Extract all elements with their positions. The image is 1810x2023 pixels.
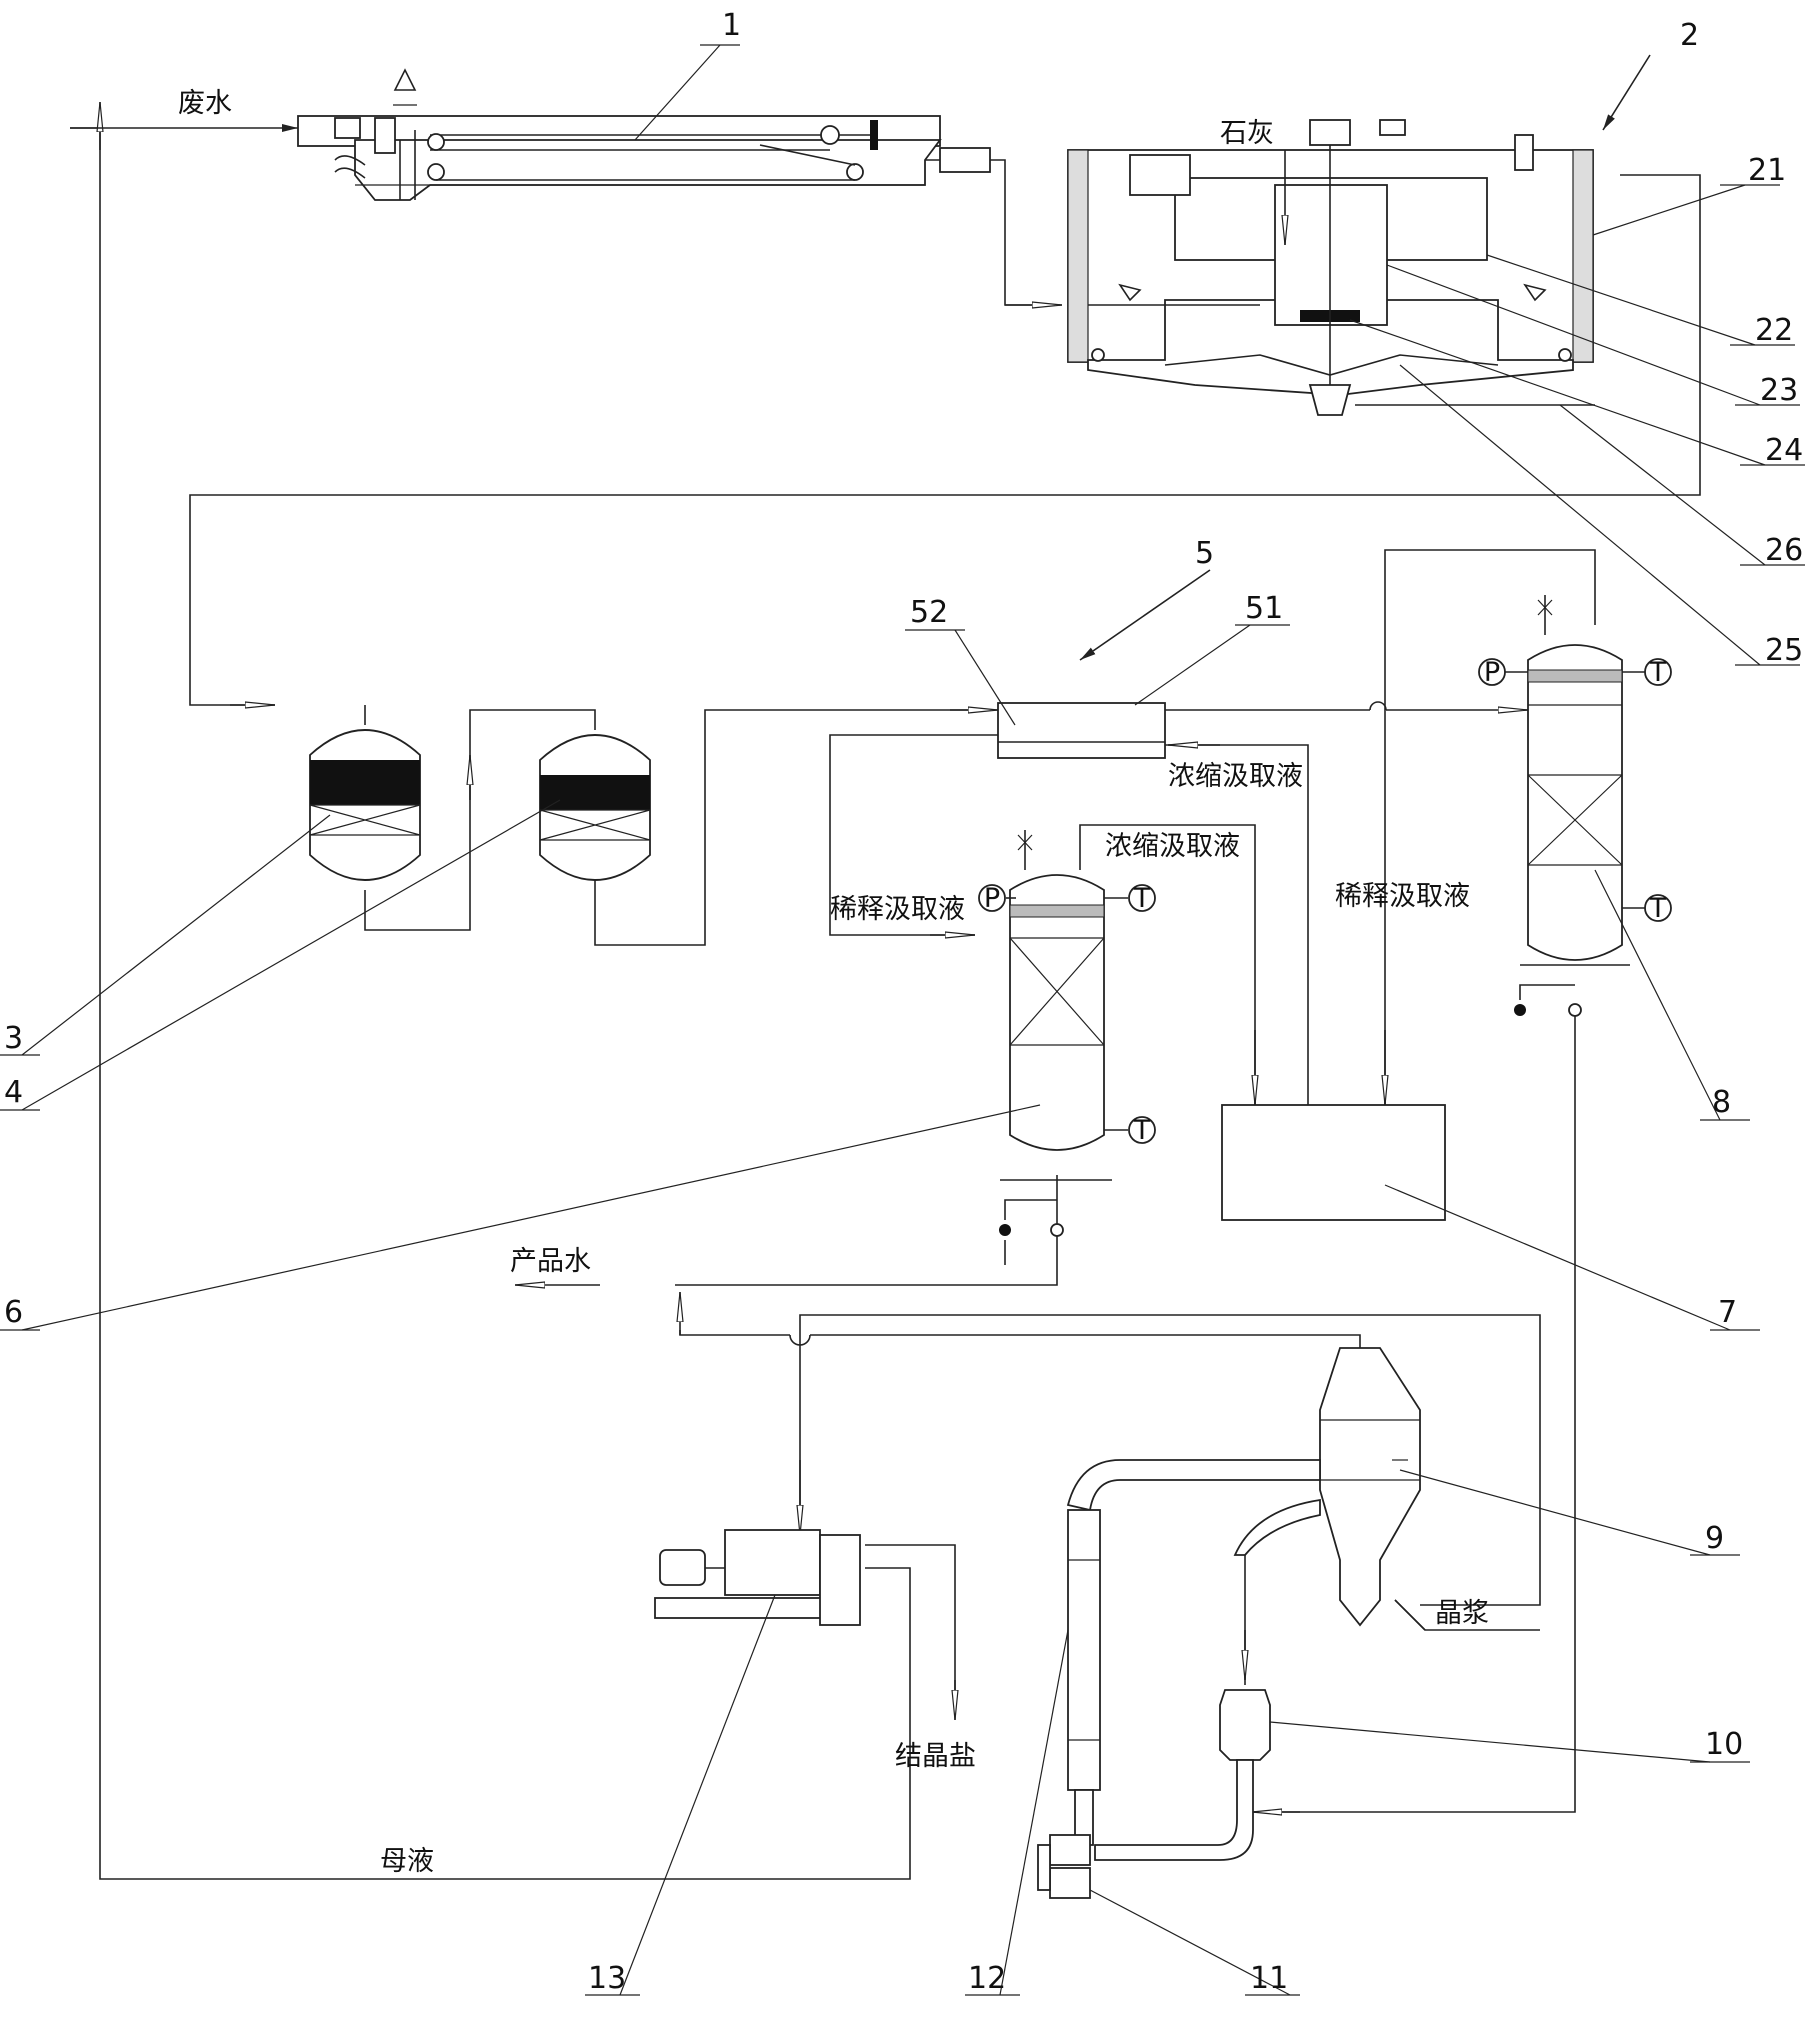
- label-4: 4: [4, 1075, 23, 1110]
- pipe-9-to-13: [799, 1314, 1541, 1606]
- equipment-13-centrifuge: [654, 1529, 861, 1626]
- stream-labels: 废水 石灰 浓缩汲取液 浓缩汲取液 稀释汲取液 稀释汲取液 产品水 晶浆 母液 …: [178, 88, 1489, 1877]
- svg-text:T: T: [1649, 657, 1667, 688]
- equipment-12-heater: [1066, 1459, 1321, 1846]
- equipment-number-labels: 1 2 21 22 23 24 25 26 3 4 5 51 52 6 7 8 …: [4, 8, 1803, 1996]
- label-dilute-absorbent-a: 稀释汲取液: [830, 894, 965, 925]
- label-concentrate-absorbent-a: 浓缩汲取液: [1168, 761, 1303, 792]
- reaction-cylinder: [1274, 184, 1388, 326]
- label-lime: 石灰: [1220, 118, 1274, 149]
- crystal-salt-pipe: [865, 1544, 956, 1715]
- label-3: 3: [4, 1021, 23, 1056]
- label-24: 24: [1765, 433, 1803, 468]
- label-12: 12: [968, 1961, 1006, 1996]
- equipment-8-column: [1514, 595, 1630, 1017]
- equipment-11-pump: [1037, 1834, 1091, 1899]
- equipment-10-separator: [1094, 1498, 1321, 1861]
- equipment-6-column: [999, 830, 1112, 1265]
- label-mother-liquor: 母液: [380, 1846, 434, 1877]
- label-11: 11: [1250, 1961, 1288, 1996]
- pipe-5-to-6: [829, 734, 998, 936]
- equipment-9-evaporator: [1319, 1347, 1540, 1631]
- equipment-4-filter: [539, 734, 651, 881]
- equipment-2-clarifier: [1067, 119, 1595, 416]
- svg-text:T: T: [1649, 893, 1667, 924]
- label-6: 6: [4, 1295, 23, 1330]
- svg-text:P: P: [1484, 657, 1500, 688]
- label-crystal-slurry: 晶浆: [1435, 1598, 1489, 1629]
- pipe-7-to-5: [1160, 744, 1309, 1105]
- pipes: [70, 102, 1701, 1880]
- label-7: 7: [1718, 1295, 1737, 1330]
- label-crystal-salt: 结晶盐: [895, 1741, 976, 1772]
- instrument-pressure-6: P: [978, 883, 1016, 914]
- label-26: 26: [1765, 533, 1803, 568]
- label-concentrate-absorbent-b: 浓缩汲取液: [1105, 831, 1240, 862]
- pipe-2-to-3: [189, 174, 1701, 706]
- instrument-temperature-6-bottom: T: [1104, 1115, 1156, 1146]
- instrument-temperature-8-top: T: [1622, 657, 1672, 688]
- label-25: 25: [1765, 633, 1803, 668]
- svg-text:P: P: [984, 883, 1000, 914]
- label-51: 51: [1245, 591, 1283, 626]
- equipment-5-membrane-module: [997, 702, 1166, 759]
- instrument-temperature-8-bottom: T: [1622, 893, 1672, 924]
- pipe-3-to-4: [364, 709, 596, 931]
- pipe-6-to-7: [1079, 824, 1256, 1105]
- label-1: 1: [722, 8, 741, 43]
- label-9: 9: [1705, 1521, 1724, 1556]
- pipe-1-to-2: [925, 159, 1060, 306]
- svg-text:T: T: [1133, 883, 1151, 914]
- label-5: 5: [1195, 536, 1214, 571]
- equipment-3-filter: [309, 729, 421, 881]
- pipe-8-to-10: [1252, 1010, 1576, 1813]
- pipe-8-to-7: [1384, 549, 1596, 1105]
- label-dilute-absorbent-b: 稀释汲取液: [1335, 881, 1470, 912]
- label-22: 22: [1755, 313, 1793, 348]
- label-8: 8: [1712, 1085, 1731, 1120]
- label-10: 10: [1705, 1727, 1743, 1762]
- pipe-4-to-5: [594, 709, 990, 946]
- svg-text:T: T: [1133, 1115, 1151, 1146]
- label-wastewater: 废水: [178, 88, 232, 119]
- label-2: 2: [1680, 18, 1699, 53]
- label-product-water: 产品水: [510, 1246, 591, 1277]
- pipe-9-to-product-water: [810, 1334, 1361, 1348]
- label-52: 52: [910, 595, 948, 630]
- label-23: 23: [1760, 373, 1798, 408]
- equipment-1-separator: [297, 68, 991, 201]
- label-21: 21: [1748, 153, 1786, 188]
- instrument-temperature-6-top: T: [1104, 883, 1156, 914]
- leader-lines: [0, 44, 1805, 1996]
- funnel-icon: [393, 68, 417, 91]
- instrument-pressure-8: P: [1478, 657, 1528, 688]
- equipment-7-tank: [1221, 1104, 1446, 1221]
- label-13: 13: [588, 1961, 626, 1996]
- pipe-6-to-product-water: [675, 1175, 1058, 1286]
